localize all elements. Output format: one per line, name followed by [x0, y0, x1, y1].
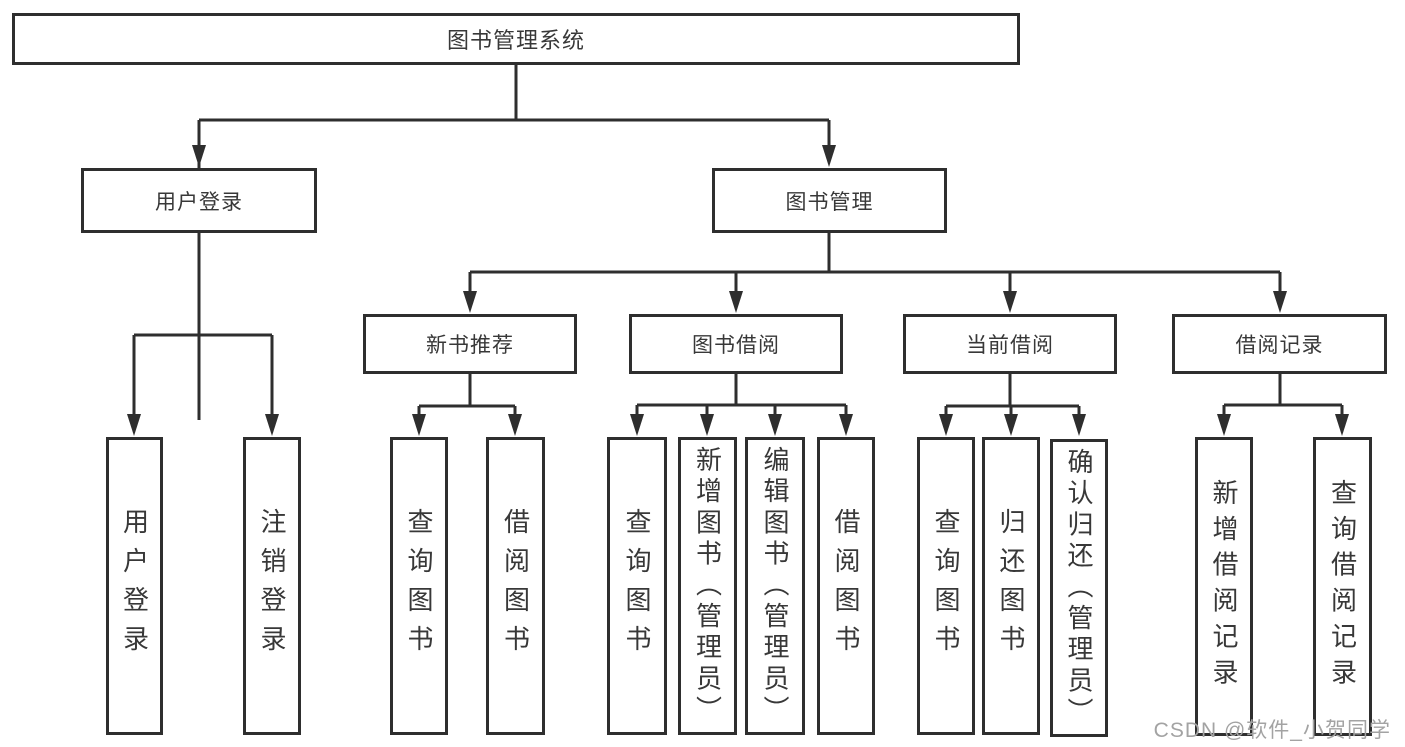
leaf-borrow-books-recommend: 借阅图书 [486, 437, 545, 735]
node-new-book-recommendation: 新书推荐 [363, 314, 577, 374]
arrowheads [127, 145, 1349, 436]
watermark: CSDN @软件_小贺同学 [1153, 719, 1391, 742]
node-user-login-branch: 用户登录 [81, 168, 317, 233]
leaf-add-borrow-record: 新增借阅记录 [1195, 437, 1253, 736]
leaf-query-books-borrowing: 查询图书 [607, 437, 667, 735]
leaf-logout: 注销登录 [243, 437, 301, 735]
node-library-management-system: 图书管理系统 [12, 13, 1020, 65]
node-current-borrowing: 当前借阅 [903, 314, 1117, 374]
leaf-query-books-current: 查询图书 [917, 437, 975, 735]
node-borrowing-records: 借阅记录 [1172, 314, 1387, 374]
node-book-management-branch: 图书管理 [712, 168, 947, 233]
leaf-edit-books-admin: 编辑图书（管理员） [745, 437, 805, 735]
leaf-confirm-return-admin: 确认归还（管理员） [1050, 439, 1108, 737]
leaf-user-login: 用户登录 [106, 437, 163, 735]
leaf-add-books-admin: 新增图书（管理员） [678, 437, 737, 735]
leaf-query-borrow-record: 查询借阅记录 [1313, 437, 1372, 736]
node-book-borrowing: 图书借阅 [629, 314, 843, 374]
leaf-borrow-books: 借阅图书 [817, 437, 875, 735]
leaf-query-books-recommend: 查询图书 [390, 437, 448, 735]
leaf-return-books: 归还图书 [982, 437, 1040, 735]
